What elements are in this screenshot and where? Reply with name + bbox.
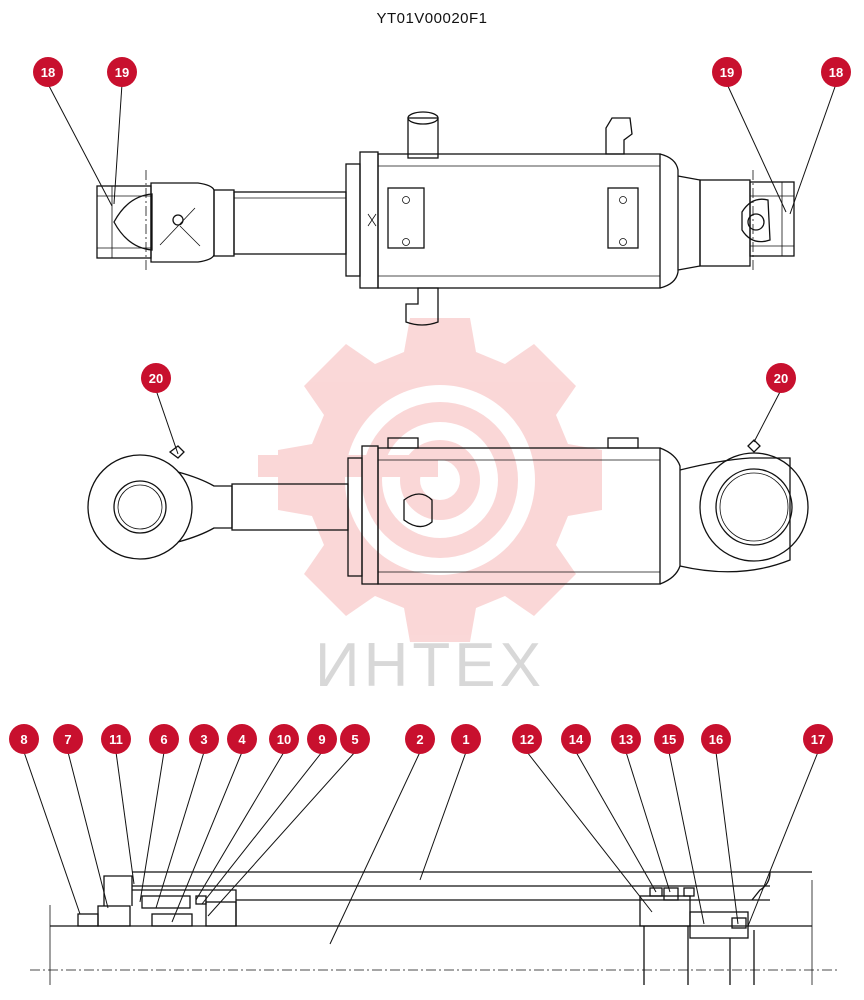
watermark-text: ИНТЕХ [315,631,545,700]
callout-20: 20 [141,363,171,393]
callout-19: 19 [712,57,742,87]
callout-2: 2 [405,724,435,754]
cylinder-section-view [30,871,840,985]
callout-18: 18 [33,57,63,87]
callout-7: 7 [53,724,83,754]
callout-8: 8 [9,724,39,754]
callout-label: 4 [238,732,246,747]
callout-label: 9 [318,732,325,747]
cylinder-side-view [87,437,809,585]
callout-label: 18 [829,65,843,80]
callout-label: 1 [462,732,469,747]
callout-label: 20 [149,371,163,386]
callout-label: 7 [64,732,71,747]
callout-4: 4 [227,724,257,754]
callout-16: 16 [701,724,731,754]
callout-label: 3 [200,732,207,747]
callout-label: 11 [109,732,123,747]
callout-10: 10 [269,724,299,754]
callout-18: 18 [821,57,851,87]
callout-13: 13 [611,724,641,754]
callout-label: 13 [619,732,633,747]
callout-15: 15 [654,724,684,754]
callout-11: 11 [101,724,131,754]
callout-label: 10 [277,732,291,747]
watermark-gear-logo [258,318,602,642]
callout-label: 18 [41,65,55,80]
callout-label: 2 [416,732,423,747]
leader-lines [23,83,837,945]
callout-label: 15 [662,732,676,747]
callout-label: 8 [20,732,27,747]
callout-19: 19 [107,57,137,87]
callout-5: 5 [340,724,370,754]
callout-label: 16 [709,732,723,747]
callout-20: 20 [766,363,796,393]
callout-17: 17 [803,724,833,754]
callout-14: 14 [561,724,591,754]
callout-label: 17 [811,732,825,747]
callout-label: 14 [569,732,584,747]
callout-label: 20 [774,371,788,386]
callout-12: 12 [512,724,542,754]
callout-label: 5 [351,732,358,747]
callout-label: 19 [115,65,129,80]
part-number-title: YT01V00020F1 [376,10,488,27]
cylinder-top-view [96,111,795,326]
callout-1: 1 [451,724,481,754]
callout-label: 12 [520,732,534,747]
callout-label: 19 [720,65,734,80]
callout-label: 6 [160,732,167,747]
callout-6: 6 [149,724,179,754]
callout-9: 9 [307,724,337,754]
callout-3: 3 [189,724,219,754]
